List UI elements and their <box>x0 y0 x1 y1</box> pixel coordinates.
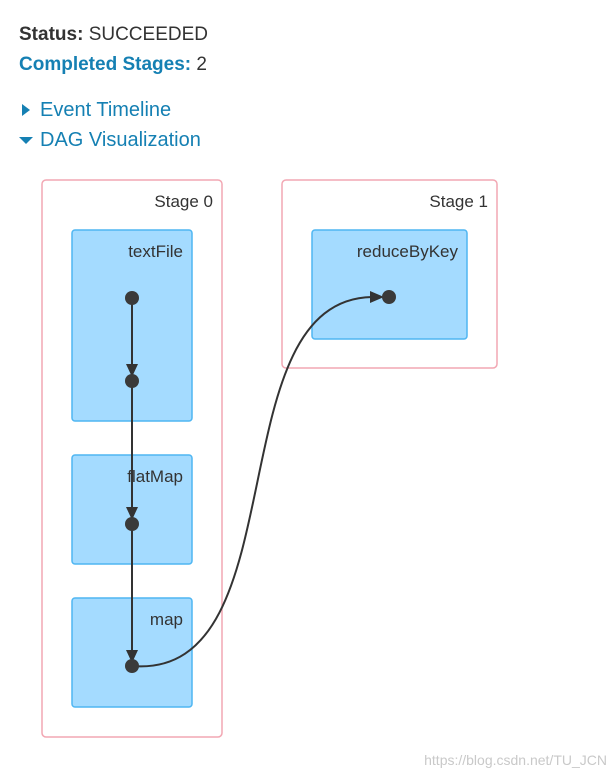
op-reducebykey-label: reduceByKey <box>357 242 459 261</box>
arrow-right-icon <box>19 103 33 117</box>
arrow-down-icon <box>19 133 33 147</box>
completed-stages-line: Completed Stages: 2 <box>19 54 207 76</box>
op-textfile-label: textFile <box>128 242 183 261</box>
dag-edges <box>126 291 384 668</box>
arrowhead-icon <box>126 507 138 520</box>
dag-node[interactable] <box>125 374 139 388</box>
watermark: https://blog.csdn.net/TU_JCN <box>424 752 607 768</box>
stage-1-label: Stage 1 <box>429 192 488 211</box>
dag-node[interactable] <box>125 291 139 305</box>
event-timeline-label: Event Timeline <box>40 99 172 121</box>
edge-map-reducebykey <box>131 296 373 668</box>
arrowhead-icon <box>126 364 138 377</box>
status-value: SUCCEEDED <box>88 24 208 45</box>
op-map-label: map <box>150 610 183 629</box>
dag-visualization-label: DAG Visualization <box>40 129 201 151</box>
dag-node[interactable] <box>382 290 396 304</box>
dag-node[interactable] <box>125 517 139 531</box>
completed-stages-count: 2 <box>196 54 207 75</box>
dag-visualization-toggle[interactable]: DAG Visualization <box>19 128 201 152</box>
stage-0-label: Stage 0 <box>154 192 213 211</box>
status-label: Status: <box>19 24 84 45</box>
completed-stages-link[interactable]: Completed Stages: <box>19 54 192 75</box>
arrowhead-icon <box>370 291 384 303</box>
dag-nodes <box>125 290 396 673</box>
dag-node[interactable] <box>125 659 139 673</box>
status-line: Status: SUCCEEDED <box>19 24 208 46</box>
arrowhead-icon <box>126 650 138 663</box>
op-reducebykey-box <box>311 229 468 340</box>
op-flatmap-label: flatMap <box>127 467 183 486</box>
event-timeline-toggle[interactable]: Event Timeline <box>19 98 171 122</box>
op-reducebykey[interactable]: reduceByKey <box>311 229 468 340</box>
